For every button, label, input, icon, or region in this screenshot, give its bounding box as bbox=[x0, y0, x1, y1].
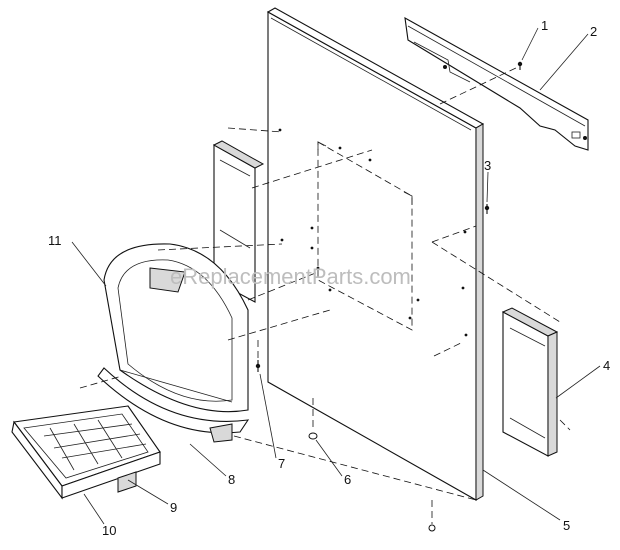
ash-drawer bbox=[11, 405, 161, 500]
right-side-bracket bbox=[501, 307, 559, 457]
callout-5: 5 bbox=[563, 518, 570, 533]
callout-1: 1 bbox=[541, 18, 548, 33]
door-frame bbox=[97, 243, 250, 443]
callout-10: 10 bbox=[102, 523, 116, 538]
callout-4: 4 bbox=[603, 358, 610, 373]
watermark: eReplacementParts.com bbox=[170, 264, 411, 289]
screw-3 bbox=[484, 204, 490, 214]
callout-7: 7 bbox=[278, 456, 285, 471]
screw-1 bbox=[517, 61, 523, 70]
callout-9: 9 bbox=[170, 500, 177, 515]
screw-7 bbox=[255, 360, 261, 372]
callout-3: 3 bbox=[484, 158, 491, 173]
callout-2: 2 bbox=[590, 24, 597, 39]
callout-6: 6 bbox=[344, 472, 351, 487]
left-side-bracket bbox=[212, 140, 265, 303]
callout-11: 11 bbox=[48, 233, 62, 248]
back-panel bbox=[266, 7, 485, 501]
callout-8: 8 bbox=[228, 472, 235, 487]
bushing-6 bbox=[308, 432, 436, 532]
top-bracket bbox=[404, 16, 589, 151]
leader-lines bbox=[71, 27, 601, 525]
assembly-lines bbox=[79, 65, 571, 524]
